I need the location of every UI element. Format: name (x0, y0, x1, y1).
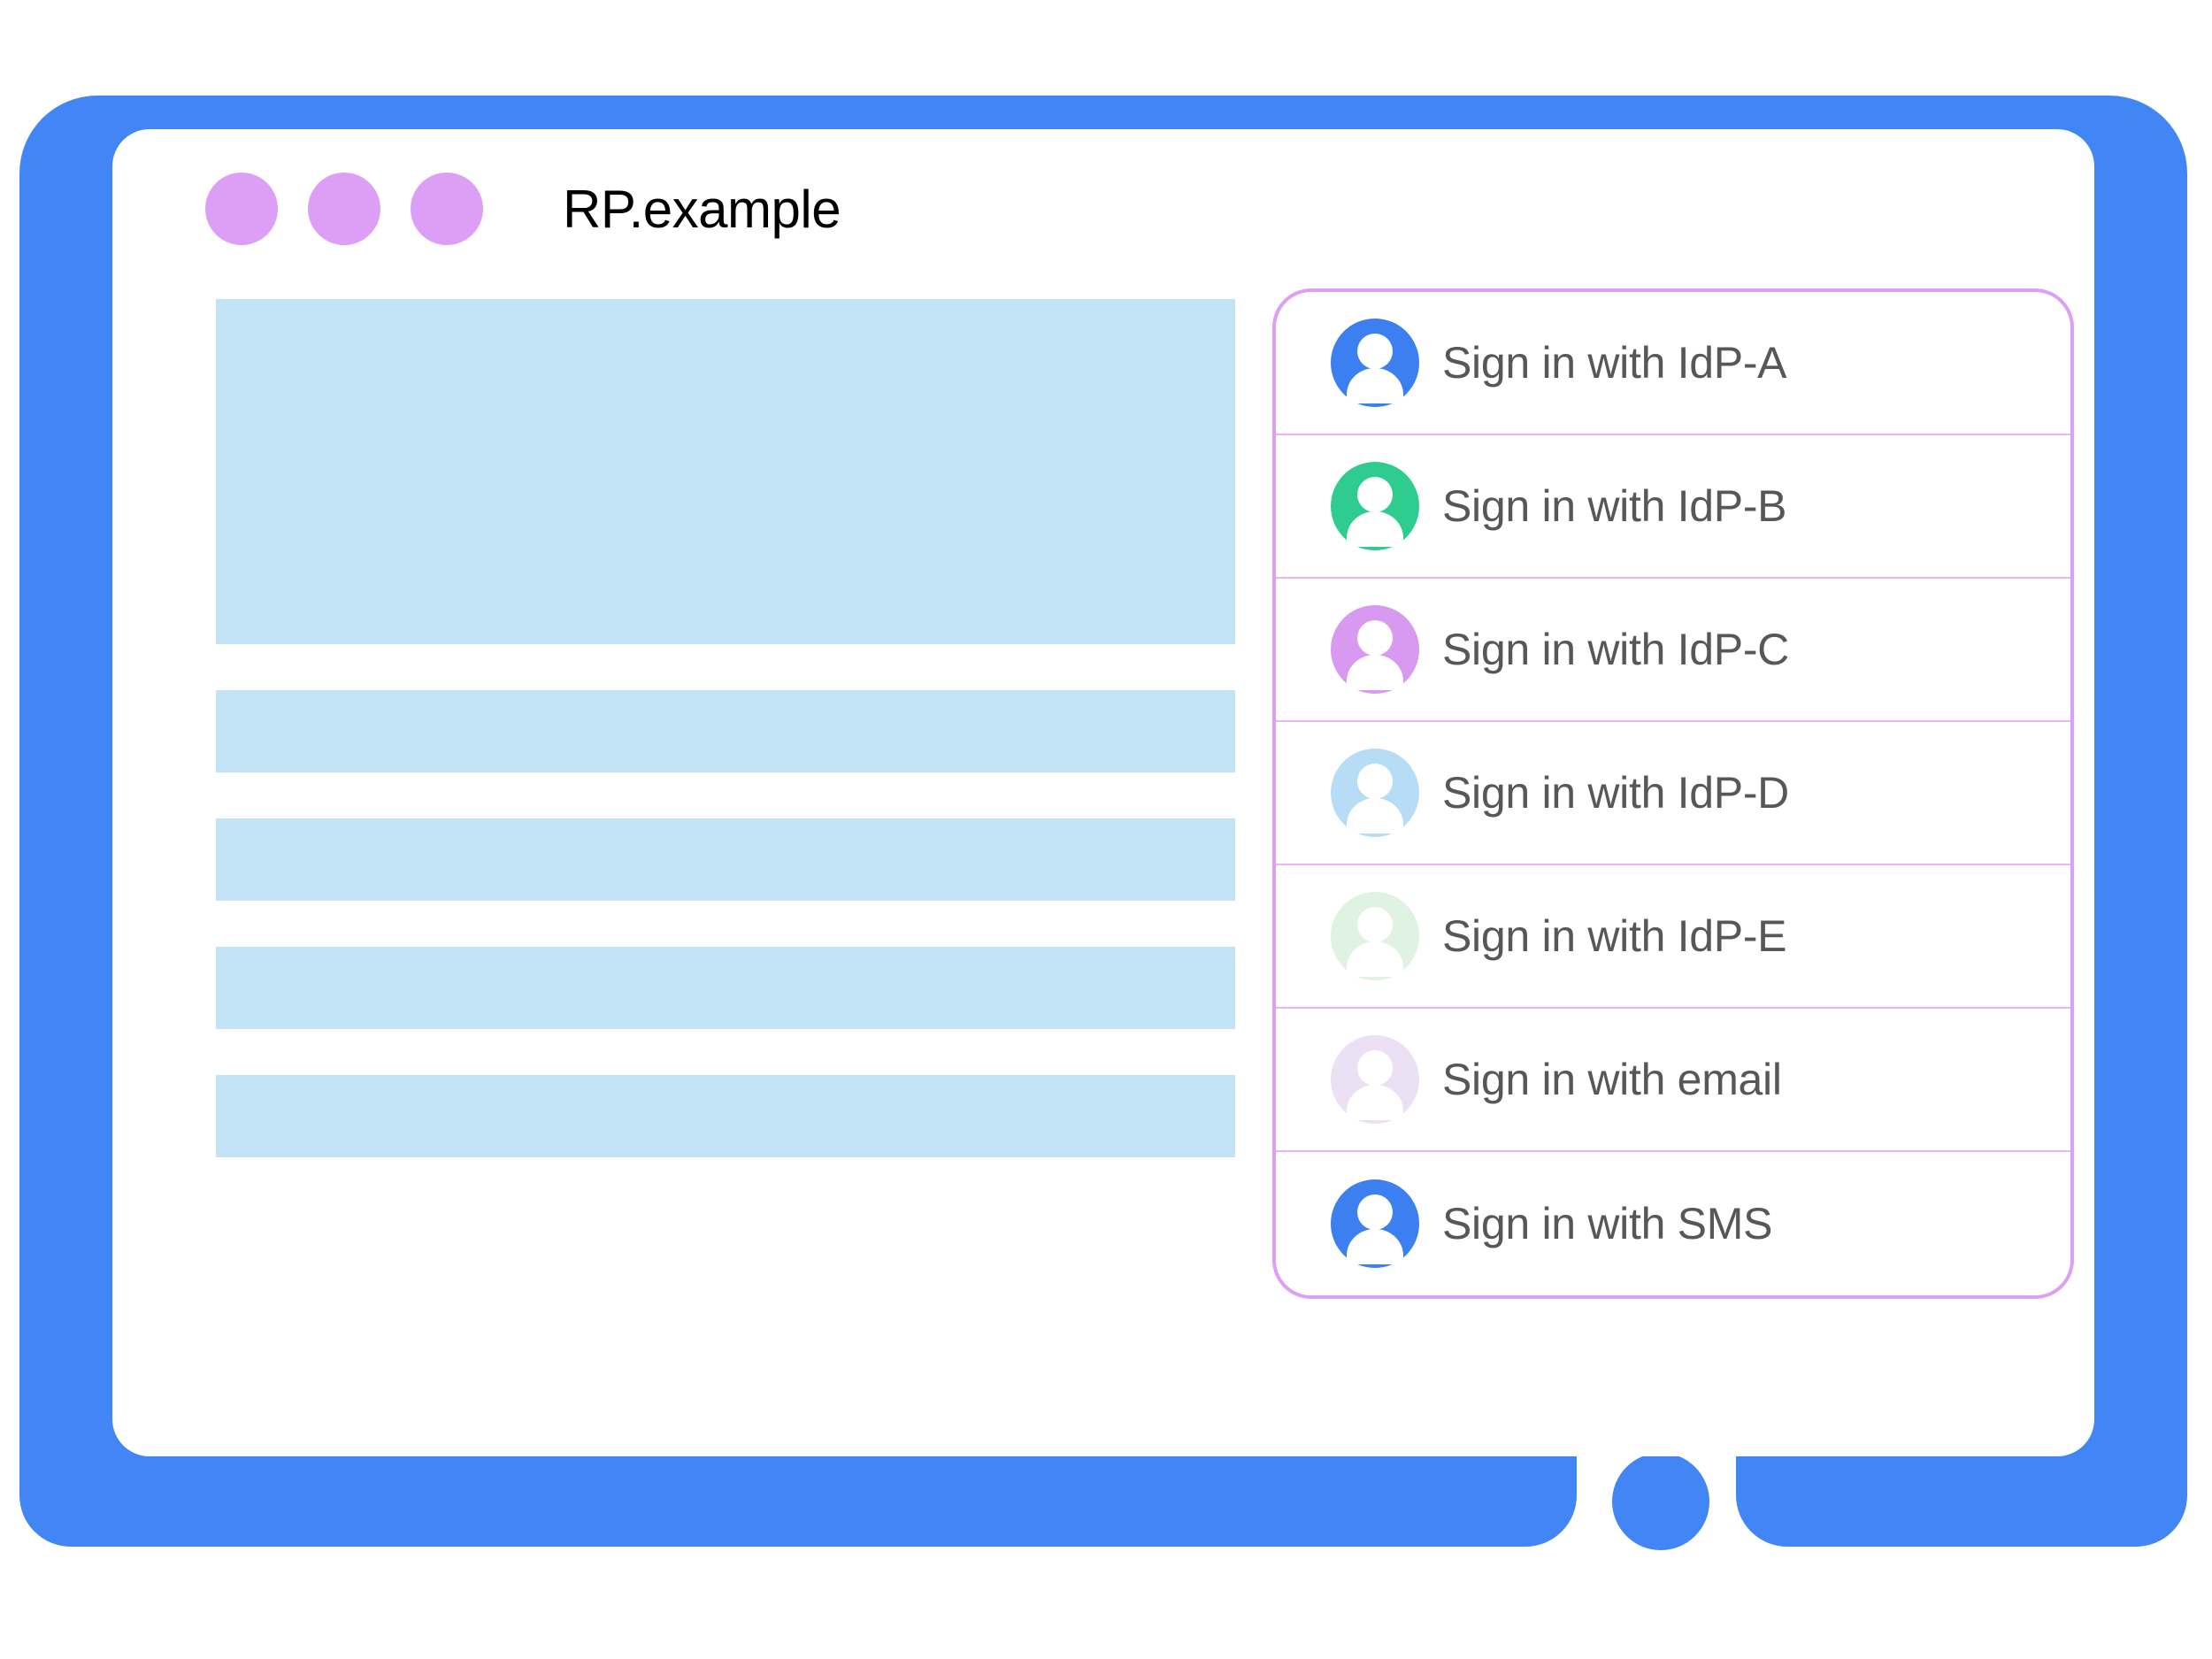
signin-option-label: Sign in with IdP-E (1442, 911, 1787, 961)
signin-option-row[interactable]: Sign in with IdP-C (1276, 579, 2070, 722)
window-dot-2-icon[interactable] (308, 173, 380, 245)
avatar-head (1357, 907, 1393, 942)
device-shell-bottom-left (19, 1456, 1577, 1547)
avatar-head (1357, 620, 1393, 656)
avatar-body (1347, 798, 1403, 833)
signin-option-row[interactable]: Sign in with IdP-D (1276, 722, 2070, 865)
avatar-body (1347, 941, 1403, 977)
account-avatar-icon (1331, 1035, 1419, 1124)
page-title: RP.example (563, 179, 841, 239)
content-placeholder-block (216, 818, 1235, 901)
content-placeholder-block (216, 690, 1235, 772)
signin-option-label: Sign in with IdP-B (1442, 481, 1787, 531)
page-body: Sign in with IdP-A Sign in with IdP-B Sign… (112, 288, 2094, 1456)
content-placeholder-block (216, 299, 1235, 644)
avatar-head (1357, 477, 1393, 512)
avatar-body (1347, 1229, 1403, 1264)
avatar-head (1357, 764, 1393, 799)
window-dot-3-icon[interactable] (411, 173, 483, 245)
signin-option-row[interactable]: Sign in with SMS (1276, 1152, 2070, 1295)
window-dot-1-icon[interactable] (205, 173, 278, 245)
browser-title-bar: RP.example (112, 129, 2094, 288)
avatar-head (1357, 1194, 1393, 1230)
signin-option-label: Sign in with IdP-A (1442, 338, 1787, 388)
account-avatar-icon (1331, 462, 1419, 550)
content-placeholder-block (216, 1075, 1235, 1157)
signin-option-label: Sign in with IdP-C (1442, 625, 1789, 674)
signin-option-label: Sign in with SMS (1442, 1199, 1773, 1248)
signin-option-label: Sign in with email (1442, 1055, 1782, 1104)
avatar-body (1347, 1085, 1403, 1120)
avatar-body (1347, 368, 1403, 403)
avatar-body (1347, 511, 1403, 547)
signin-option-label: Sign in with IdP-D (1442, 768, 1789, 818)
account-avatar-icon (1331, 749, 1419, 837)
account-avatar-icon (1331, 605, 1419, 694)
signin-option-row[interactable]: Sign in with email (1276, 1009, 2070, 1152)
content-placeholder-block (216, 947, 1235, 1029)
account-avatar-icon (1331, 1179, 1419, 1268)
signin-option-row[interactable]: Sign in with IdP-B (1276, 435, 2070, 579)
avatar-body (1347, 655, 1403, 690)
signin-option-row[interactable]: Sign in with IdP-E (1276, 865, 2070, 1009)
signin-option-row[interactable]: Sign in with IdP-A (1276, 292, 2070, 435)
content-placeholder-blocks (216, 299, 1235, 1203)
home-button[interactable] (1612, 1453, 1709, 1550)
device-shell-bottom-right (1736, 1456, 2187, 1547)
account-avatar-icon (1331, 892, 1419, 980)
signin-panel: Sign in with IdP-A Sign in with IdP-B Sign… (1272, 288, 2074, 1299)
avatar-head (1357, 334, 1393, 369)
avatar-head (1357, 1050, 1393, 1086)
account-avatar-icon (1331, 319, 1419, 407)
